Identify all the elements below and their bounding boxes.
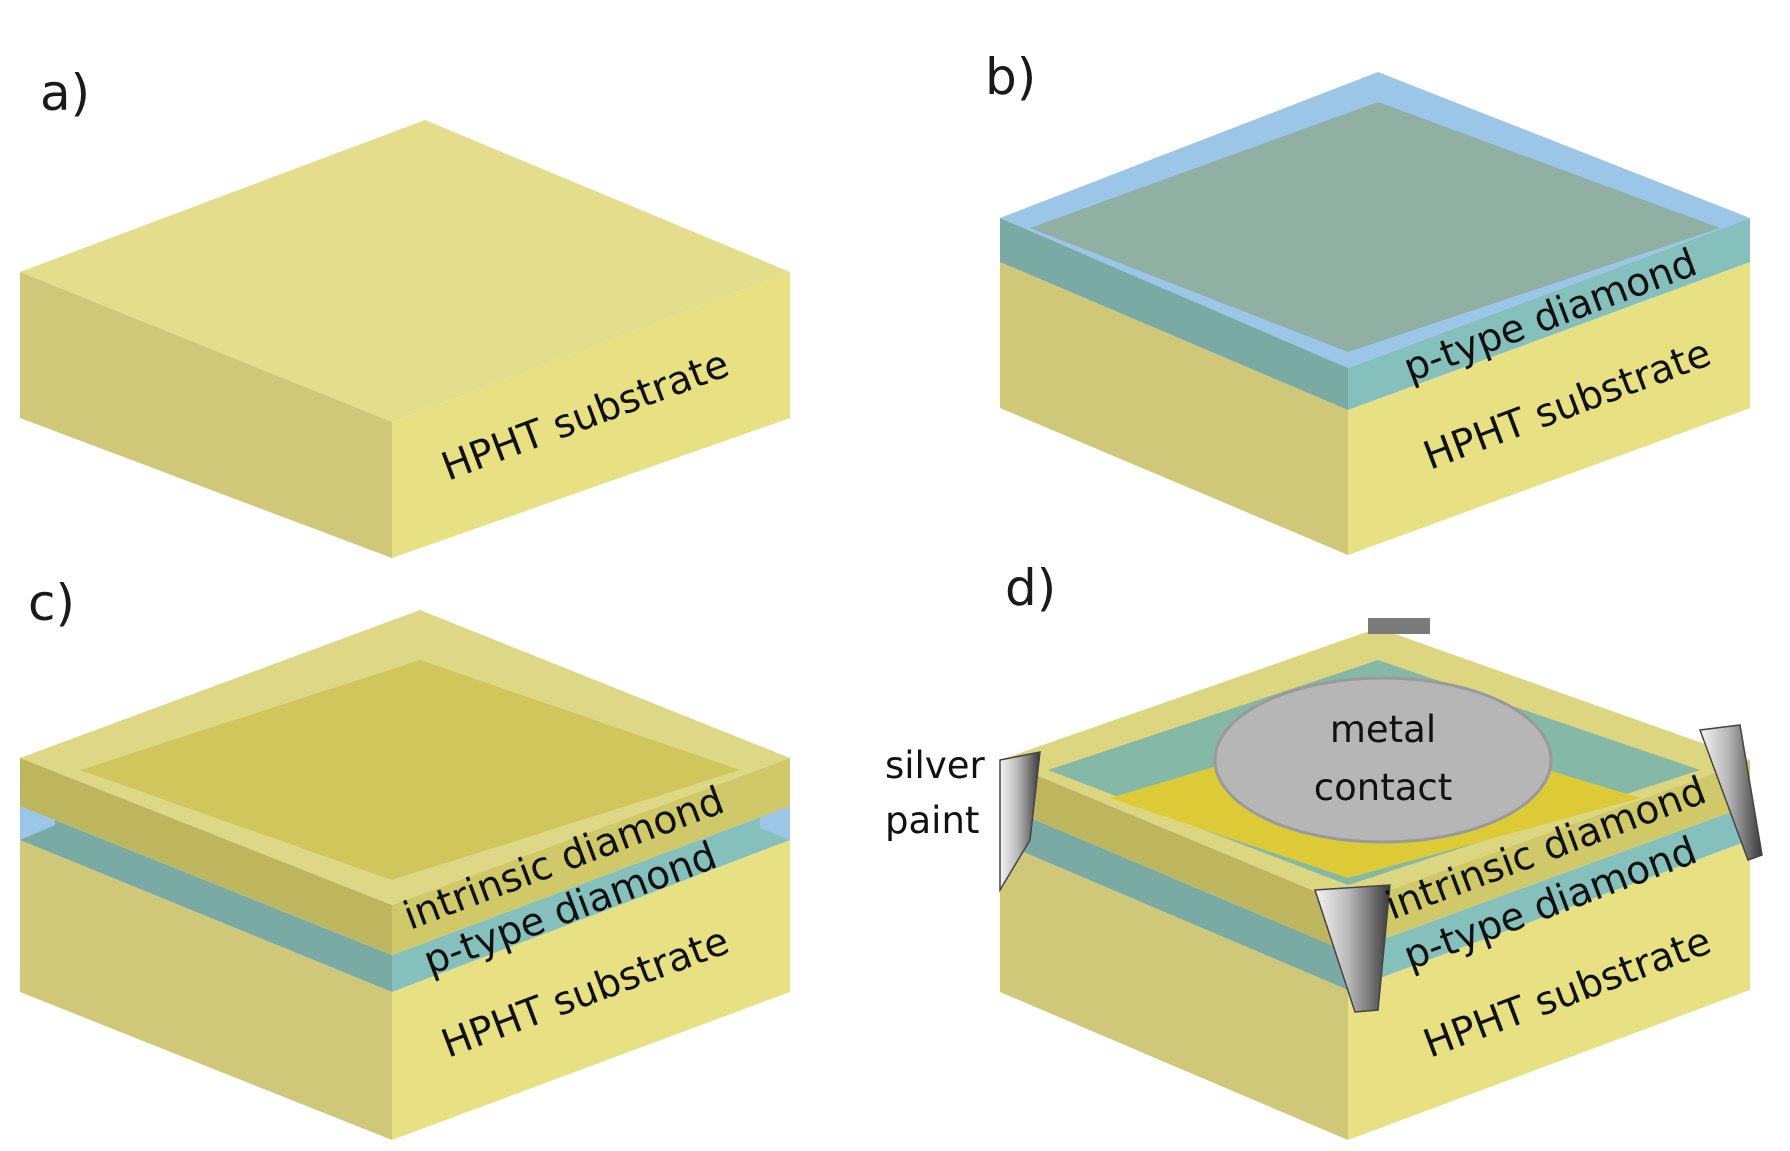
substrate-top-face: [20, 120, 790, 422]
silver-paint-right: [1698, 724, 1763, 861]
panel-a: a) HPHT substrate: [20, 64, 790, 558]
silver-paint-contacts: [999, 724, 1763, 1013]
ptype-top-face: [1030, 102, 1720, 352]
panel-d-ptype-layer: [1000, 805, 1750, 990]
substrate-side-face: [1000, 842, 1348, 1140]
substrate-front-face: [1348, 840, 1750, 1140]
panel-a-substrate-block: [20, 120, 790, 558]
substrate-side-face: [1000, 262, 1348, 555]
ptype-front-face: [1348, 218, 1750, 410]
panel-b-ptype-layer: [1000, 72, 1750, 410]
panel-c: c) intrinsic diamond p-type diamond HPHT…: [20, 574, 790, 1140]
intrinsic-inner-glass: [80, 660, 740, 880]
substrate-side-face: [20, 272, 392, 558]
panel-c-intrinsic-layer: [20, 610, 790, 955]
silver-paint-label-line2: paint: [885, 799, 979, 842]
panel-b: b) p-type diamond HPHT substrate: [985, 48, 1750, 555]
silver-paint-left: [999, 751, 1041, 893]
silver-paint-label-line1: silver: [885, 744, 985, 787]
substrate-front-face: [392, 840, 790, 1140]
ptype-side-face: [1000, 805, 1348, 990]
top-contact-tab: [1368, 618, 1430, 634]
metal-contact-label-line1: metal: [1330, 708, 1436, 751]
metal-contact-label-line2: contact: [1314, 766, 1452, 809]
metal-contact-pad: [1213, 676, 1553, 844]
ptype-front-face: [1348, 805, 1750, 990]
panel-c-substrate-block: [20, 840, 790, 1140]
ptype-side-face: [20, 806, 392, 992]
panel-c-label: c): [28, 574, 75, 632]
panel-a-label: a): [40, 64, 90, 122]
panel-d-substrate-block: [1000, 840, 1750, 1140]
metal-contact: metal contact: [1213, 676, 1553, 844]
panel-b-label: b): [985, 48, 1036, 106]
ptype-side-face: [1000, 218, 1348, 410]
intrinsic-front-face: [1348, 760, 1750, 952]
panel-b-substrate-block: [1000, 262, 1750, 555]
silver-paint-front: [1313, 884, 1391, 1013]
intrinsic-side-face: [1000, 760, 1348, 952]
panel-d-label: d): [1005, 559, 1056, 617]
substrate-front-face: [1348, 262, 1750, 555]
substrate-front-face: [392, 272, 790, 558]
panel-d: d) metal contact silver paint: [885, 559, 1763, 1140]
substrate-side-face: [20, 840, 392, 1140]
intrinsic-front-face: [392, 758, 790, 955]
intrinsic-side-face: [20, 758, 392, 955]
ptype-front-face: [392, 806, 790, 992]
